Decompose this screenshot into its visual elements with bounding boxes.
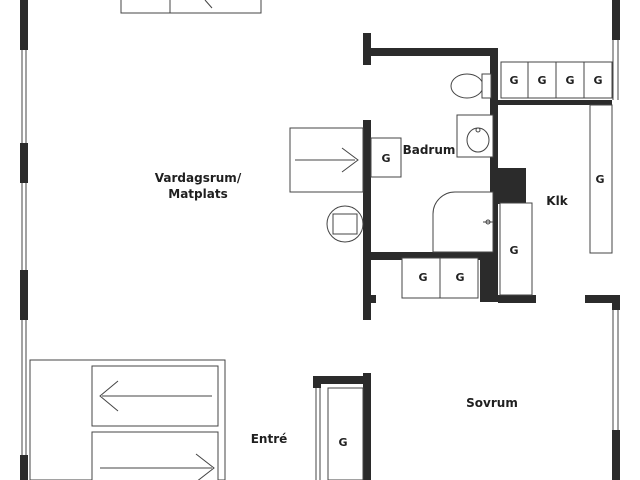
cabinet-label: G bbox=[338, 436, 347, 449]
entrance-furniture bbox=[29, 359, 321, 480]
room-label-living-line2: Matplats bbox=[168, 187, 227, 201]
interior-walls bbox=[313, 33, 620, 480]
living-room-furniture bbox=[289, 127, 364, 243]
right-exterior-wall bbox=[612, 0, 620, 480]
kitchen-counter bbox=[499, 104, 613, 296]
cabinet-label: G bbox=[593, 74, 602, 87]
room-label-bedroom: Sovrum bbox=[466, 396, 518, 410]
left-exterior-wall bbox=[20, 0, 28, 480]
cabinets bbox=[327, 61, 613, 480]
cabinet-label: G bbox=[455, 271, 464, 284]
cabinet-label: G bbox=[509, 74, 518, 87]
top-furniture bbox=[120, 0, 262, 14]
room-label-bathroom: Badrum bbox=[403, 143, 456, 157]
cabinet-label: G bbox=[509, 244, 518, 257]
cabinet-labels: G G G G G G G G G G bbox=[338, 74, 604, 449]
cabinet-label: G bbox=[595, 173, 604, 186]
bathroom-fixtures bbox=[432, 73, 494, 253]
cabinet-label: G bbox=[537, 74, 546, 87]
room-label-living-line1: Vardagsrum/ bbox=[155, 171, 242, 185]
room-label-entrance: Entré bbox=[251, 432, 288, 446]
cabinet-label: G bbox=[565, 74, 574, 87]
cabinet-label: G bbox=[418, 271, 427, 284]
room-label-kitchen: Klk bbox=[546, 194, 568, 208]
cabinet-label: G bbox=[381, 152, 390, 165]
